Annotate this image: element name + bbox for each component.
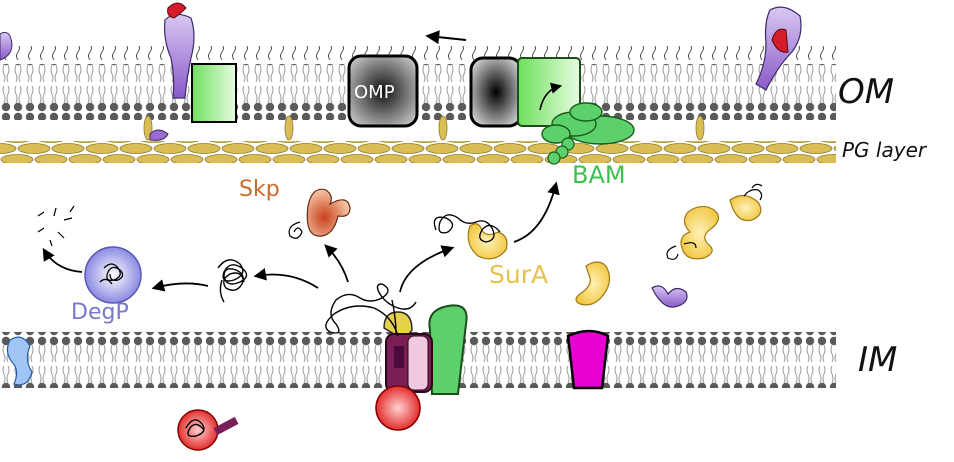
sura-dimer-with-substrate (666, 183, 763, 260)
cytoplasmic-chaperone (177, 409, 239, 451)
omp-label: OMP (354, 82, 395, 103)
bam-label: BAM (572, 161, 626, 189)
peptidoglycan-layer (0, 141, 836, 163)
purple-periplasmic-protein (651, 285, 688, 308)
degp-label: DegP (71, 300, 129, 325)
arrow-to-bam (513, 181, 560, 243)
surface-lipoprotein-left (164, 2, 195, 99)
omp-barrel (347, 54, 419, 128)
arrow-to-aggregate (253, 268, 319, 289)
outer-membrane-label: OM (838, 72, 895, 112)
edge-protein-left (0, 31, 13, 61)
skp-chaperone (288, 188, 351, 239)
nascent-barrel (469, 56, 523, 128)
degp-protease (84, 246, 142, 304)
bam-complex (517, 57, 635, 165)
sura-chaperone (433, 214, 508, 260)
arrow-to-sura (399, 245, 455, 293)
sec-translocon (375, 304, 468, 431)
release-arrow (425, 30, 467, 45)
blue-im-protein (6, 336, 33, 386)
aggregated-chain (217, 259, 248, 303)
small-purple-protein-om (149, 129, 169, 141)
arrow-to-degp (151, 279, 209, 292)
sura-label: SurA (489, 260, 549, 289)
green-omp (191, 63, 237, 123)
magenta-im-protein (566, 329, 610, 390)
free-sura (575, 261, 611, 306)
degraded-fragments (37, 205, 75, 247)
inner-membrane-label: IM (858, 340, 898, 380)
unfolded-chain-translocon (325, 283, 417, 337)
arrow-to-skp (324, 244, 349, 283)
surface-lipoprotein-right (755, 6, 802, 91)
skp-label: Skp (239, 177, 280, 202)
arrow-to-degradation (42, 247, 83, 273)
pg-layer-label: PG layer (842, 138, 927, 162)
